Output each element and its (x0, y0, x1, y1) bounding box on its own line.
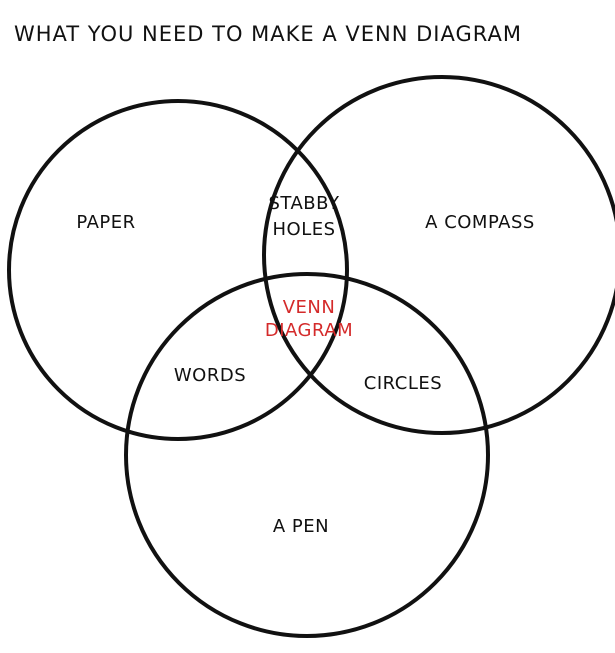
region-label-paper: PAPER (76, 212, 135, 233)
region-label-words: WORDS (174, 365, 246, 386)
region-label-pen: A PEN (273, 516, 329, 537)
region-label-venn: VENN (283, 297, 336, 318)
circle-right (262, 75, 615, 435)
region-label-diagram: DIAGRAM (265, 320, 353, 341)
circle-left (7, 99, 349, 441)
diagram-title: WHAT YOU NEED TO MAKE A VENN DIAGRAM (14, 22, 522, 46)
circle-bottom (124, 272, 490, 638)
region-label-circles: CIRCLES (364, 373, 442, 394)
region-label-compass: A COMPASS (425, 212, 535, 233)
region-label-holes: HOLES (272, 219, 335, 240)
region-label-stabby: STABBY (268, 193, 340, 214)
